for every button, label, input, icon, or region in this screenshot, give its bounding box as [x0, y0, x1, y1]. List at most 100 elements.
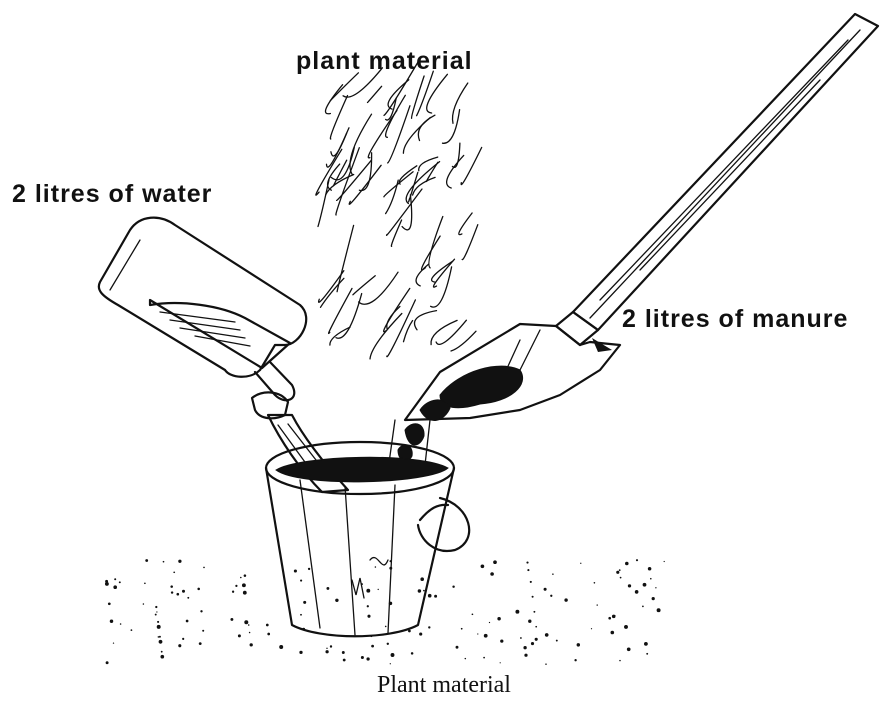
- ground-speck: [657, 608, 661, 612]
- ground-speck: [113, 642, 114, 643]
- ground-speck: [428, 626, 430, 628]
- ground-speck: [300, 580, 302, 582]
- ground-speck: [366, 657, 369, 660]
- ground-speck: [266, 624, 269, 627]
- ground-speckles: [105, 559, 665, 665]
- plant-strand: [330, 327, 350, 345]
- ground-speck: [597, 604, 598, 605]
- ground-speck: [635, 590, 639, 594]
- ground-speck: [244, 620, 248, 624]
- ground-speck: [515, 610, 519, 614]
- ground-speck: [157, 621, 159, 623]
- ground-speck: [326, 587, 329, 590]
- ground-speck: [591, 628, 592, 629]
- plant-strand: [418, 115, 435, 140]
- ground-speck: [157, 625, 161, 629]
- ground-speck: [232, 591, 234, 593]
- ground-speck: [531, 642, 534, 645]
- ground-speck: [335, 599, 338, 602]
- ground-speck: [330, 645, 332, 647]
- ground-speck: [644, 642, 648, 646]
- ground-speck: [182, 590, 185, 593]
- ground-speck: [242, 583, 246, 587]
- plant-strand: [388, 106, 410, 163]
- ground-speck: [483, 657, 485, 659]
- ground-speck: [550, 595, 552, 597]
- ground-speck: [326, 648, 327, 649]
- ground-speck: [528, 620, 531, 623]
- ground-speck: [655, 587, 656, 588]
- ground-speck: [178, 560, 181, 563]
- ground-speck: [114, 578, 116, 580]
- ground-speck: [161, 651, 163, 653]
- ground-speck: [500, 639, 503, 642]
- ground-speck: [535, 638, 538, 641]
- ground-speck: [366, 589, 370, 593]
- ground-speck: [527, 569, 529, 571]
- plant-strand: [387, 300, 416, 357]
- ground-speck: [244, 574, 247, 577]
- ground-speck: [574, 659, 576, 661]
- ground-speck: [465, 658, 466, 659]
- ground-speck: [367, 615, 370, 618]
- ground-speck: [477, 633, 478, 634]
- ground-speck: [391, 653, 395, 657]
- manure-label: 2 litres of manure: [622, 305, 848, 334]
- ground-speck: [243, 591, 247, 595]
- ground-speck: [530, 581, 532, 583]
- ground-speck: [131, 629, 133, 631]
- ground-speck: [643, 583, 647, 587]
- ground-speck: [423, 590, 425, 592]
- ground-speck: [113, 585, 117, 589]
- ground-speck: [545, 663, 547, 665]
- ground-speck: [620, 577, 622, 579]
- ground-speck: [608, 617, 611, 620]
- plant-strand: [359, 272, 398, 304]
- ground-speck: [646, 653, 648, 655]
- ground-speck: [250, 643, 253, 646]
- ground-speck: [120, 623, 122, 625]
- ground-speck: [155, 614, 157, 616]
- ground-speck: [160, 655, 164, 659]
- ground-speck: [532, 596, 534, 598]
- ground-speck: [481, 564, 485, 568]
- ground-speck: [371, 645, 374, 648]
- plant-strand: [330, 96, 347, 139]
- ground-speck: [625, 562, 629, 566]
- plant-strand: [417, 71, 434, 116]
- ground-speck: [361, 656, 364, 659]
- ground-speck: [619, 569, 621, 571]
- ground-speck: [452, 585, 454, 587]
- ground-speck: [159, 636, 161, 638]
- plant-strand: [436, 320, 466, 344]
- plant-strand: [403, 118, 430, 154]
- plant-strand: [370, 314, 402, 359]
- ground-speck: [182, 638, 184, 640]
- ground-speck: [650, 578, 652, 580]
- plant-material-label: plant material: [296, 47, 473, 76]
- ground-speck: [325, 650, 328, 653]
- ground-speck: [294, 569, 297, 572]
- plant-strand: [349, 165, 381, 204]
- ground-speck: [434, 595, 437, 598]
- ground-speck: [197, 588, 200, 591]
- ground-speck: [418, 589, 421, 592]
- ground-speck: [303, 601, 306, 604]
- ground-speck: [493, 560, 497, 564]
- ground-speck: [526, 562, 528, 564]
- plant-strand: [353, 276, 375, 295]
- ground-speck: [108, 602, 111, 605]
- ground-speck: [143, 603, 145, 605]
- ground-speck: [411, 652, 414, 655]
- ground-speck: [490, 572, 494, 576]
- ground-speck: [577, 643, 580, 646]
- ground-speck: [387, 643, 389, 645]
- ground-speck: [171, 591, 173, 593]
- plant-strand: [329, 288, 352, 333]
- ground-speck: [375, 566, 377, 568]
- ground-speck: [594, 582, 596, 584]
- plant-material-scribble: [316, 62, 482, 359]
- ground-speck: [612, 615, 616, 619]
- ground-speck: [472, 613, 474, 615]
